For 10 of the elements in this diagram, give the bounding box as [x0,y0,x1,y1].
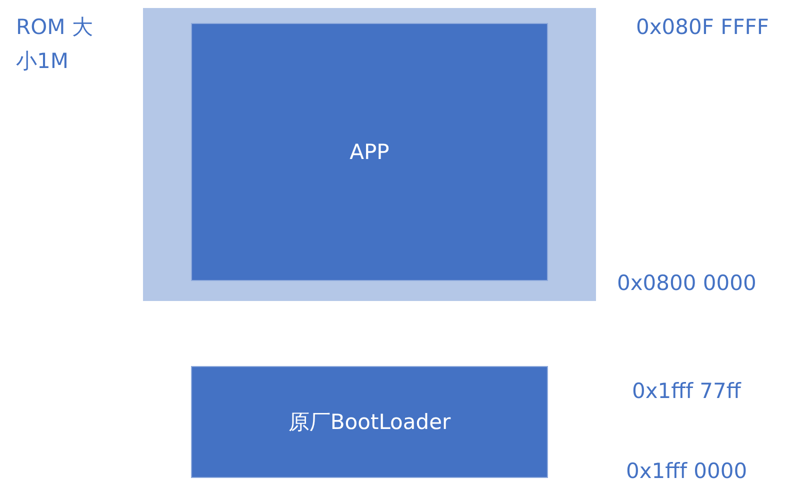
address-label: 0x0800 0000 [617,270,756,297]
memory-region [143,8,596,301]
address-label: 0x1fff 77ff [632,378,741,405]
block-label: APP [350,140,390,164]
app-block [191,23,548,281]
block-label: 原厂BootLoader [288,409,451,436]
memory-size-label: ROM 大小1M [16,14,94,75]
address-label: 0x1fff 0000 [626,458,748,485]
address-label: 0x080F FFFF [636,14,769,41]
bootloader-block [191,366,548,478]
